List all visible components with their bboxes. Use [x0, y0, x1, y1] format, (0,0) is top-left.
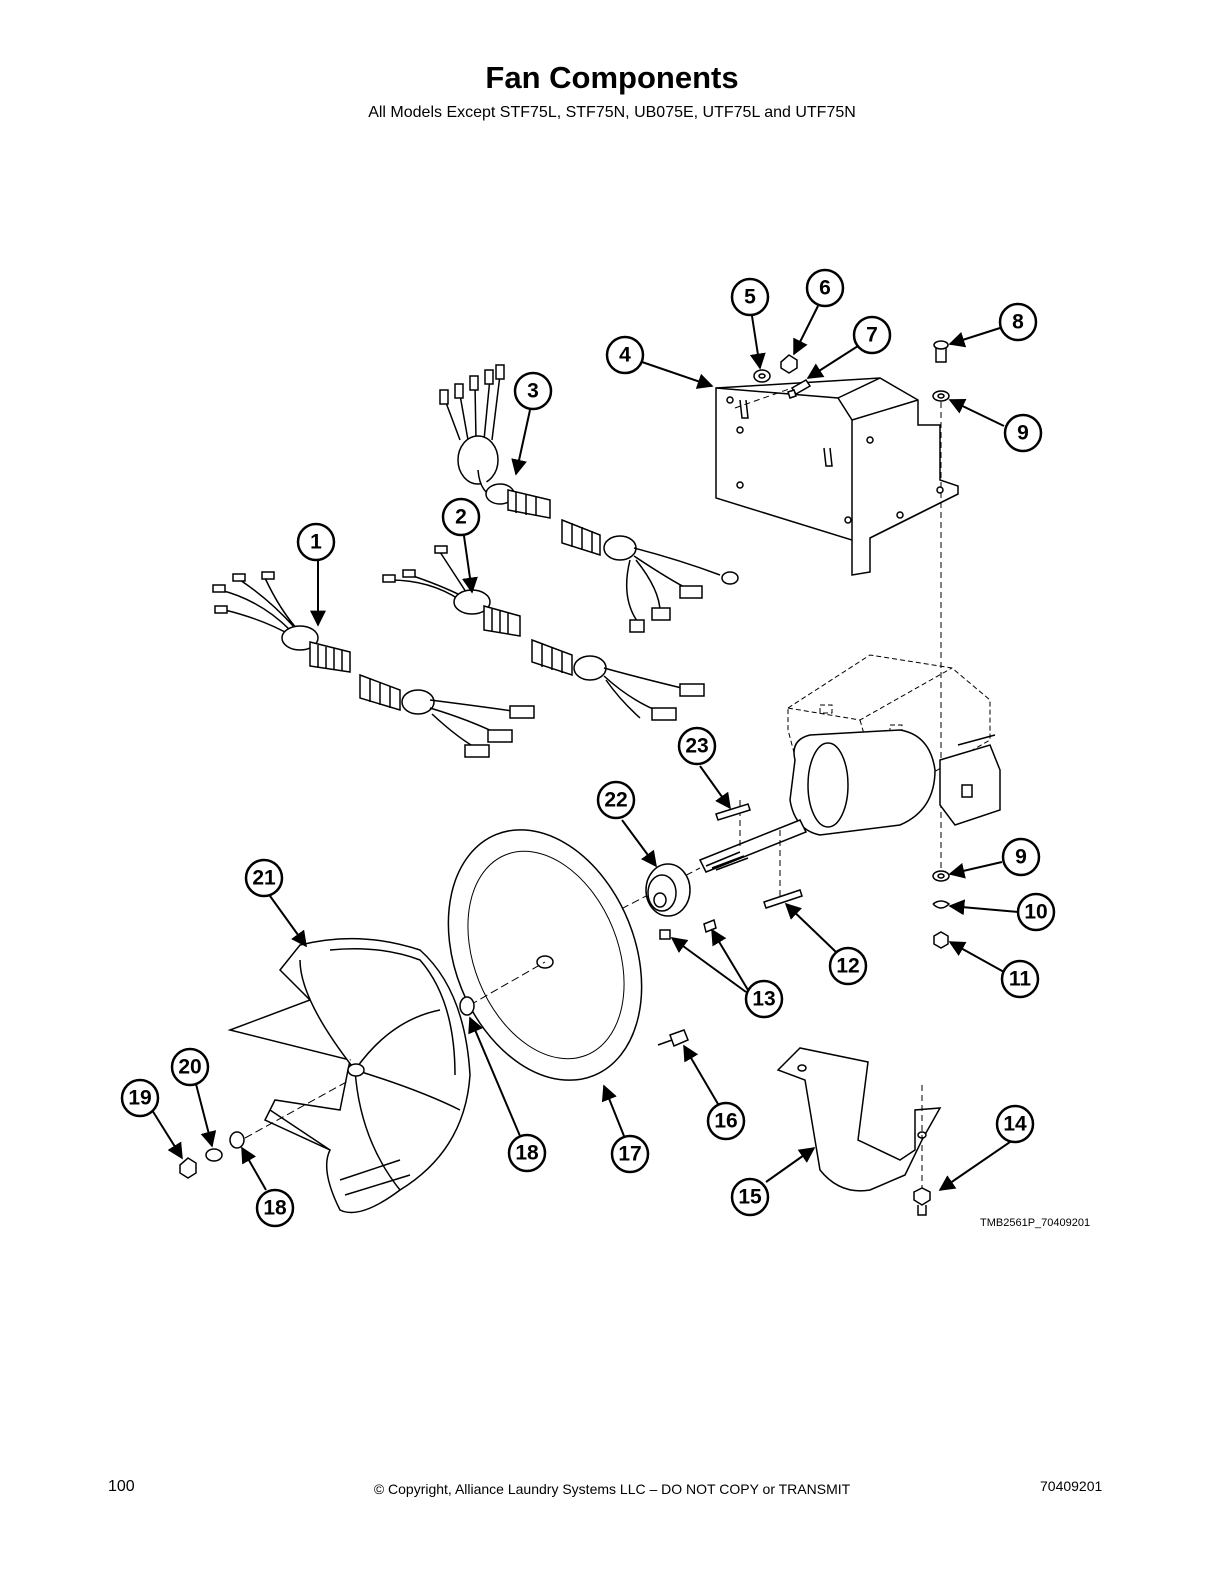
- leader-lines: [151, 305, 1019, 1191]
- document-number: 70409201: [1040, 1478, 1103, 1494]
- callout-12: 12: [836, 955, 859, 978]
- diagram-reference-code: TMB2561P_70409201: [980, 1217, 1091, 1229]
- callout-22: 22: [604, 789, 627, 812]
- callout-3: 3: [527, 380, 539, 403]
- callout-9-bottom: 9: [1015, 846, 1027, 869]
- callout-10: 10: [1024, 901, 1047, 924]
- wire-harnesses: [212, 364, 739, 758]
- callout-5: 5: [744, 286, 756, 309]
- page-title: Fan Components: [485, 60, 739, 95]
- screw-16: [657, 1029, 689, 1048]
- callouts: [120, 268, 1056, 1228]
- copyright-notice: © Copyright, Alliance Laundry Systems LL…: [373, 1481, 851, 1497]
- callout-1: 1: [310, 531, 322, 554]
- fan-wheel: [227, 937, 471, 1214]
- screw-14: [913, 1187, 931, 1216]
- base-bracket: [776, 1047, 942, 1192]
- key-parts: [715, 803, 803, 909]
- fan-housing-disc: [447, 829, 643, 1081]
- callout-6: 6: [819, 277, 831, 300]
- callout-2: 2: [455, 506, 467, 529]
- callout-15: 15: [738, 1186, 762, 1209]
- callout-11: 11: [1009, 968, 1032, 991]
- callout-9-top: 9: [1017, 422, 1029, 445]
- callout-16: 16: [714, 1110, 737, 1133]
- page-subtitle: All Models Except STF75L, STF75N, UB075E…: [368, 104, 856, 121]
- set-screws: [659, 918, 717, 940]
- callout-19: 19: [128, 1087, 151, 1110]
- callout-20: 20: [178, 1056, 201, 1079]
- callout-23: 23: [685, 735, 708, 758]
- page-number: 100: [108, 1478, 135, 1495]
- motor-bracket: [715, 377, 959, 576]
- callout-8: 8: [1012, 311, 1024, 334]
- callout-17: 17: [618, 1143, 641, 1166]
- callout-4: 4: [619, 344, 631, 367]
- callout-14: 14: [1003, 1113, 1027, 1136]
- motor-shaft: [698, 819, 808, 873]
- callout-7: 7: [866, 324, 878, 347]
- callout-18-left: 18: [263, 1197, 287, 1220]
- callout-21: 21: [252, 867, 276, 890]
- motor-body: [789, 729, 1001, 836]
- fan-hub: [645, 863, 691, 917]
- callout-13: 13: [752, 988, 775, 1011]
- callout-18-right: 18: [515, 1142, 539, 1165]
- fan-hardware: [179, 1131, 245, 1179]
- washer-18-right: [459, 996, 475, 1016]
